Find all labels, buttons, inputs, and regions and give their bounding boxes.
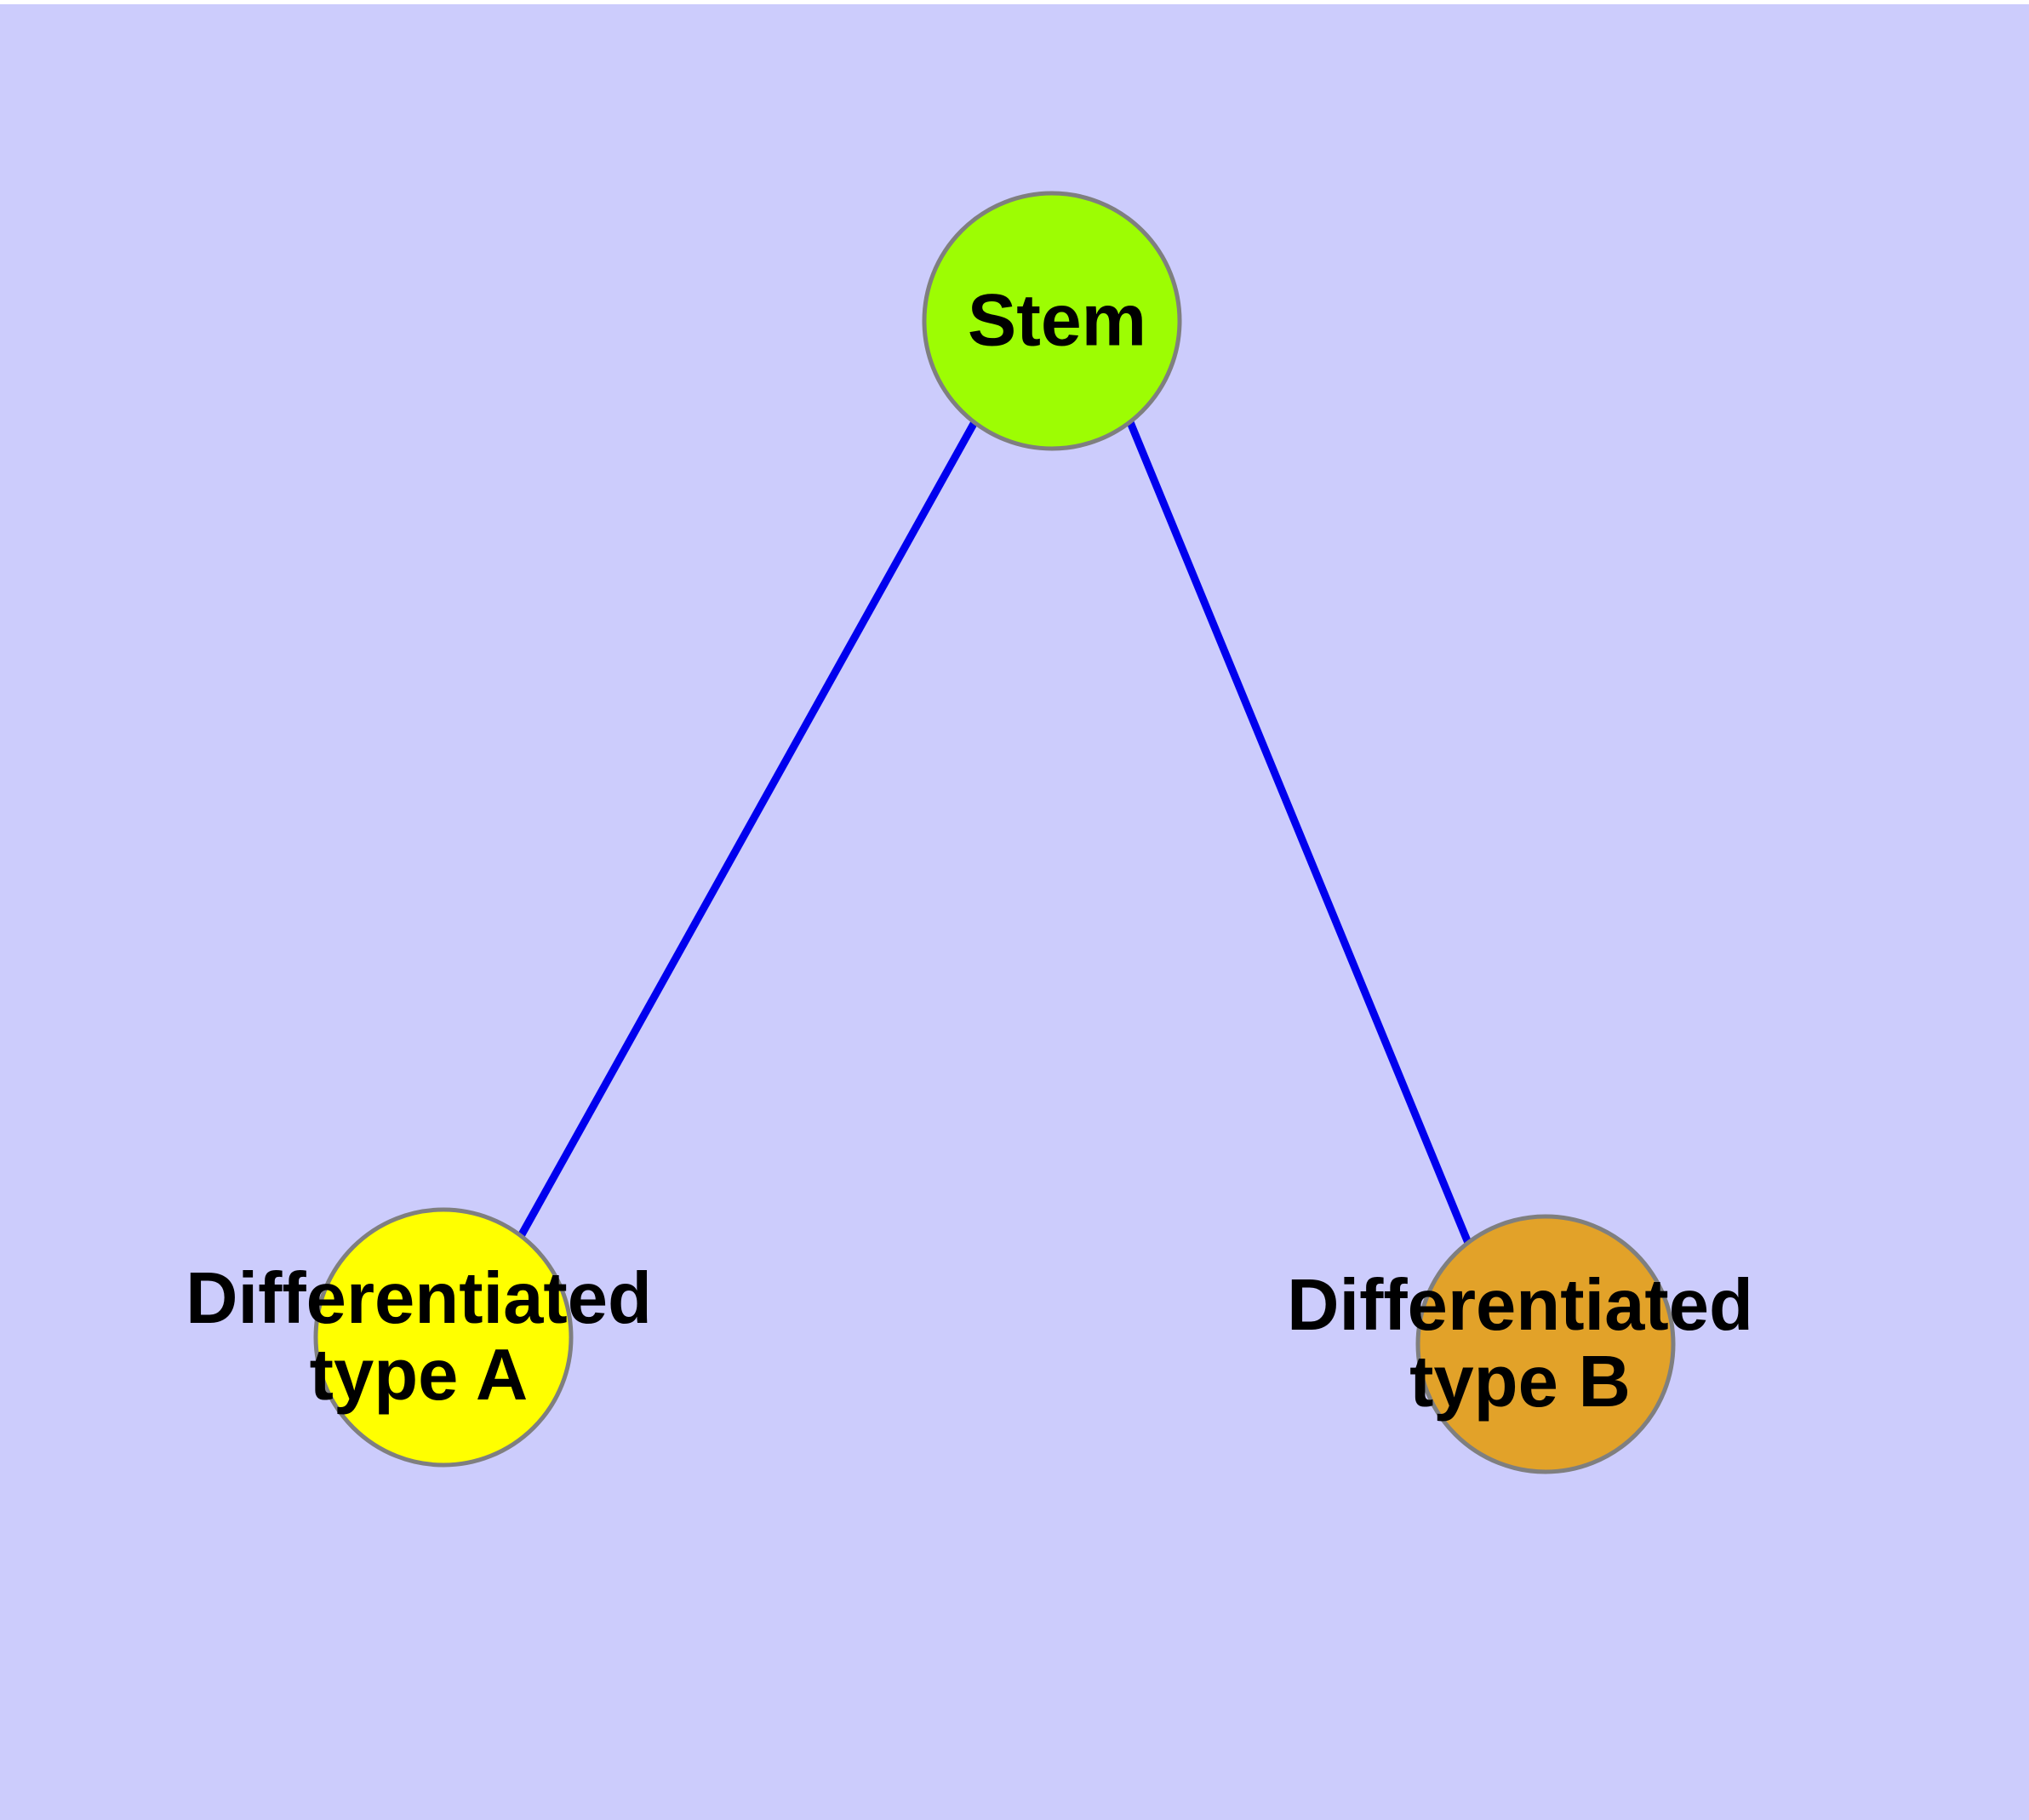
graph-node-diff_b[interactable] <box>1415 1214 1676 1474</box>
graph-node-stem[interactable] <box>922 191 1182 451</box>
nodes-layer <box>313 191 1676 1474</box>
graph-svg <box>313 191 1676 1474</box>
edges-layer <box>517 420 1472 1245</box>
graph-edge-stem-to-a[interactable] <box>517 420 978 1239</box>
graph-node-diff_a[interactable] <box>313 1207 574 1468</box>
graph-edge-stem-to-b[interactable] <box>1126 421 1472 1245</box>
